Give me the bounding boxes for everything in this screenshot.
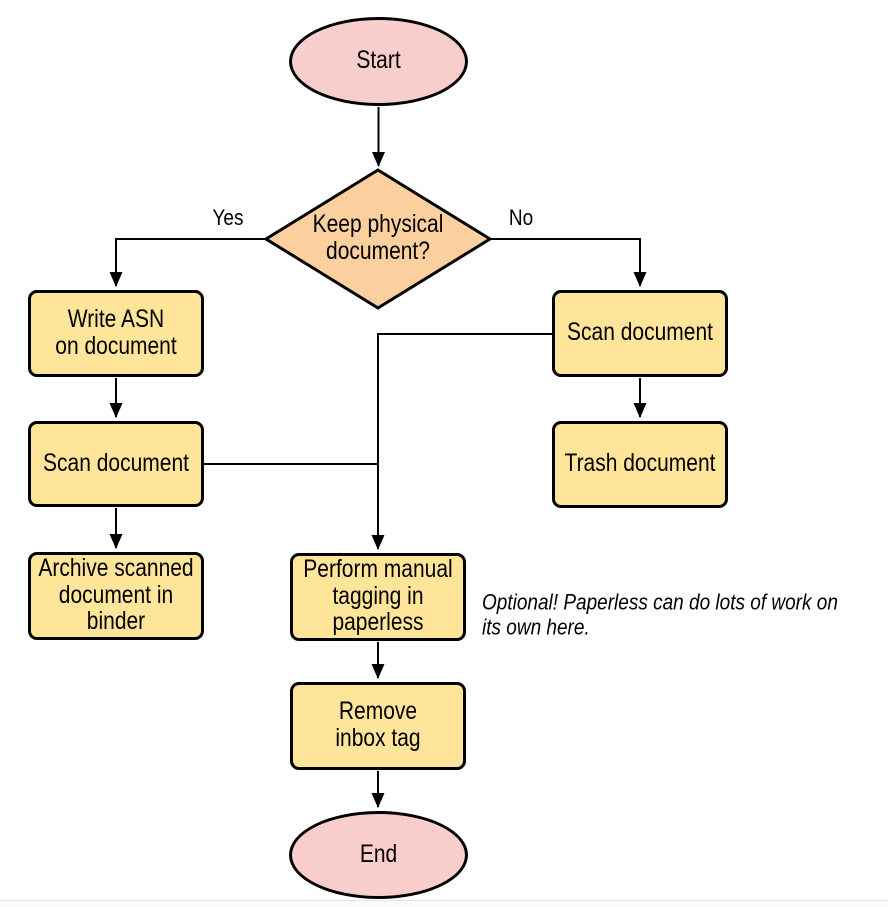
- process-write-asn-on-document: Write ASN on document: [28, 290, 204, 377]
- start-terminator: Start: [289, 17, 468, 106]
- edge-label-no: No: [508, 206, 534, 231]
- archive-label: Archive scanned document in binder: [38, 554, 194, 636]
- bottom-divider: [0, 900, 888, 907]
- tagging-label: Perform manual tagging in paperless: [303, 555, 453, 637]
- edge-label-yes: Yes: [212, 206, 244, 231]
- scan-document-left-label: Scan document: [43, 449, 189, 477]
- edges-group: [109, 107, 647, 808]
- end-terminator: End: [289, 811, 468, 899]
- process-archive-scanned-document: Archive scanned document in binder: [28, 552, 204, 640]
- annotation-optional-note: Optional! Paperless can do lots of work …: [482, 591, 838, 641]
- scan-document-right-label: Scan document: [567, 318, 713, 347]
- process-remove-inbox-tag: Remove inbox tag: [290, 682, 466, 770]
- edge-decision-no-to-scan-right: [489, 238, 647, 287]
- process-scan-document-right: Scan document: [552, 290, 728, 377]
- write-asn-label: Write ASN on document: [55, 305, 177, 360]
- edge-scan-right-to-tagging: [371, 333, 552, 550]
- end-label: End: [359, 840, 398, 868]
- start-label: Start: [356, 46, 401, 75]
- decision-label: Keep physical document?: [312, 211, 444, 265]
- process-scan-document-left: Scan document: [28, 421, 204, 507]
- remove-inbox-tag-label: Remove inbox tag: [335, 698, 421, 752]
- process-perform-manual-tagging: Perform manual tagging in paperless: [290, 553, 466, 641]
- decision-diamond-shape: [263, 168, 493, 310]
- edge-decision-yes-to-write-asn: [109, 238, 267, 287]
- trash-document-label: Trash document: [564, 449, 716, 478]
- process-trash-document: Trash document: [552, 421, 728, 508]
- decision-keep-physical-document: Keep physical document?: [276, 202, 480, 276]
